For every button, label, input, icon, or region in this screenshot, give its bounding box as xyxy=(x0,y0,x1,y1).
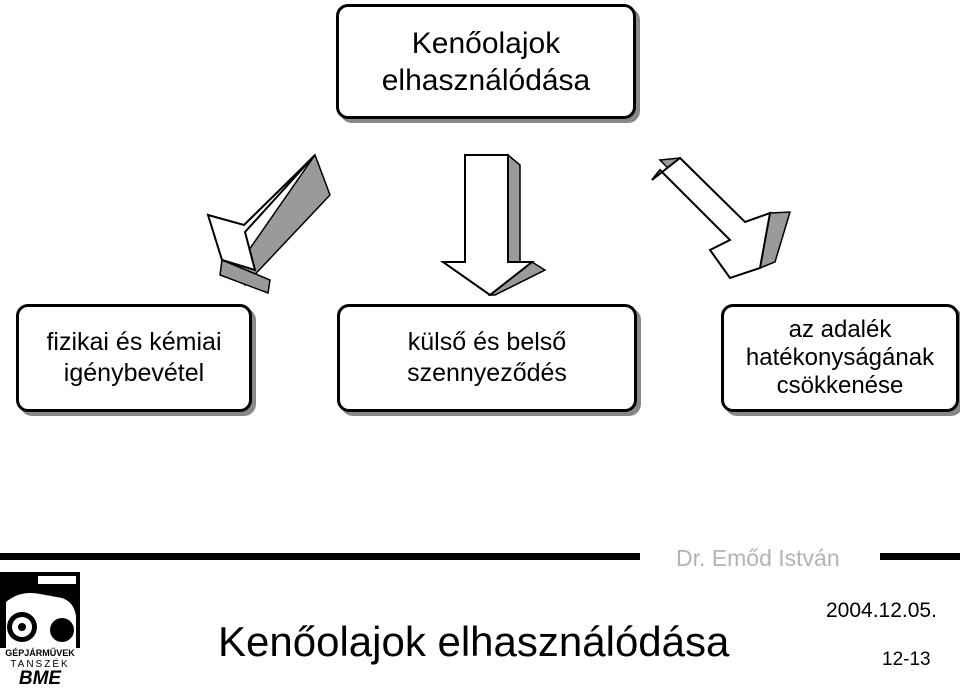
logo-line-1: GÉPJÁRMŰVEK xyxy=(5,648,75,658)
author-name: Dr. Emőd István xyxy=(676,545,840,571)
logo-line-3: BME xyxy=(18,668,62,689)
date-label: 2004.12.05. xyxy=(826,599,937,622)
cause-text-contamination: külső és belső szennyeződés xyxy=(407,328,567,387)
arrow-down-side xyxy=(507,153,521,263)
footer-divider-right xyxy=(880,553,960,560)
cause-text-additive-depletion: az adalék hatékonyságának csökkenése xyxy=(745,316,935,399)
arrow-down-left-face xyxy=(206,154,316,272)
main-topic-box: Kenőolajok elhasználódása xyxy=(336,4,636,119)
cause-box-contamination: külső és belső szennyeződés xyxy=(337,304,637,412)
arrow-down-right xyxy=(651,156,792,280)
arrow-down-right-face xyxy=(651,156,772,280)
arrow-down xyxy=(439,153,547,297)
cause-text-mechanical-chemical: fizikai és kémiai igénybevétel xyxy=(46,328,222,387)
cause-box-additive-depletion: az adalék hatékonyságának csökkenése xyxy=(721,304,959,412)
arrow-down-left xyxy=(206,153,331,295)
arrow-down-face xyxy=(439,154,535,297)
logo-line-2: TANSZÉK xyxy=(10,659,70,670)
footer-title: Kenőolajok elhasználódása xyxy=(218,618,730,665)
cause-box-mechanical-chemical: fizikai és kémiai igénybevétel xyxy=(16,304,252,412)
arrow-down-left-bottom xyxy=(219,258,271,295)
slide-number: 12-13 xyxy=(882,649,931,670)
main-topic-text: Kenőolajok elhasználódása xyxy=(381,26,591,97)
footer-divider-left xyxy=(0,553,640,560)
department-logo xyxy=(0,572,80,648)
